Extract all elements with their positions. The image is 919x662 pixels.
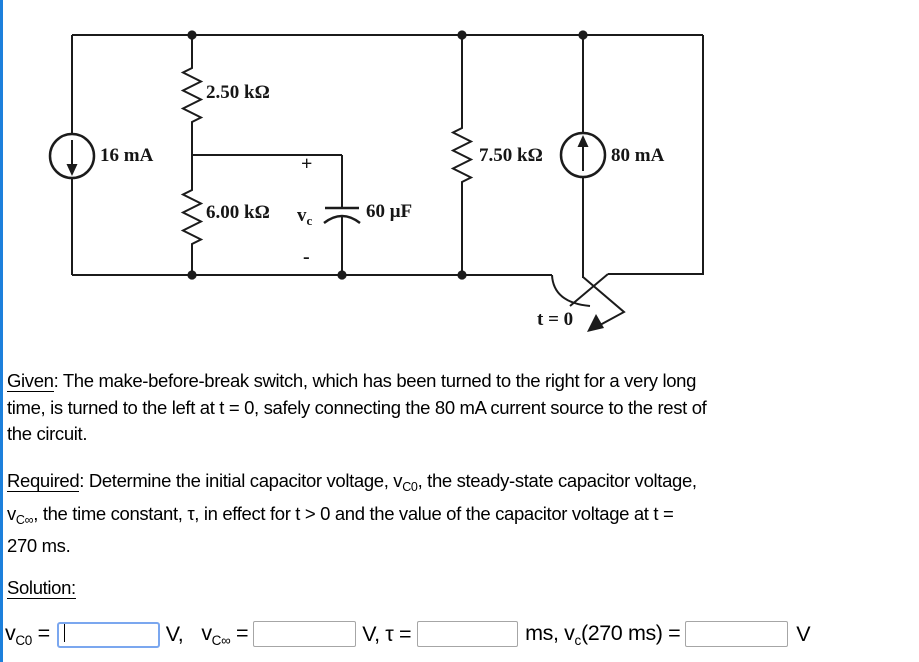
polarity-minus-sign: - [303,246,310,268]
vc270-input[interactable] [685,621,789,647]
vc0-label: vC0 = [5,620,50,648]
required-paragraph: Required: Determine the initial capacito… [7,468,912,560]
given-paragraph: Given: The make-before-break switch, whi… [7,368,912,448]
text-caret [63,624,66,642]
solution-heading: Solution: [7,577,76,599]
required-line-3: 270 ms. [7,535,71,556]
resistor-6k-label: 6.00 kΩ [206,202,270,223]
tau-unit-and-vc270-label: ms, vc(270 ms) = [525,620,681,648]
vc270-unit: V [796,621,811,646]
resistor-2k5-symbol [180,35,204,155]
tau-input[interactable] [417,621,519,647]
required-line-2: vC∞, the time constant, τ, in effect for… [7,502,674,527]
capacitor-value-label: 60 μF [366,201,413,222]
capacitor-voltage-label: vc [297,205,312,229]
wire-right-edge [608,35,704,275]
page-left-border [0,0,3,662]
current-source-80ma-symbol [559,35,607,278]
required-line-1: Required: Determine the initial capacito… [7,470,697,494]
resistor-2k5-label: 2.50 kΩ [206,82,270,103]
vcinf-input[interactable] [253,621,357,647]
source-16ma-label: 16 mA [100,145,154,166]
current-source-16ma-symbol [48,132,96,180]
capacitor-symbol [323,155,361,275]
vc0-unit: V, [165,621,184,646]
given-line-3: the circuit. [7,423,88,444]
vcinf-unit-and-tau-label: V, τ = [362,621,412,646]
resistor-6k-symbol [180,155,204,275]
given-line-2: time, is turned to the left at t = 0, sa… [7,396,707,418]
vcinf-label: vC∞ = [201,620,249,648]
node-dots [187,30,588,280]
resistor-7k5-label: 7.50 kΩ [479,145,543,166]
resistor-7k5-symbol [450,35,474,275]
switch-symbol [551,273,626,332]
polarity-plus-sign: + [301,153,313,175]
source-80ma-label: 80 mA [611,145,665,166]
given-line-1: Given: The make-before-break switch, whi… [7,370,697,392]
vc0-input[interactable] [56,622,160,648]
answer-row: vC0 = V, vC∞ = V, τ = ms, vc(270 ms) = V [5,620,811,648]
circuit-svg [48,30,704,332]
switch-motion-arrowhead [587,314,604,332]
switch-time-label: t = 0 [537,309,574,330]
circuit-diagram: 2.50 kΩ 16 mA 6.00 kΩ 7.50 kΩ 80 mA 60 μ… [48,30,704,332]
